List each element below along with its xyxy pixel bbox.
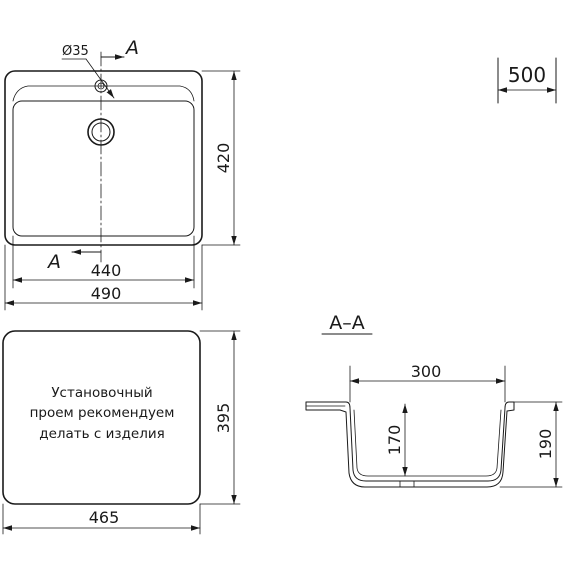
drain-stub: [399, 480, 415, 488]
cutout-note-line-1: Установочный: [51, 385, 152, 401]
dim-inner-width-label: 440: [91, 261, 122, 280]
dim-cutout-width-label: 465: [89, 508, 120, 527]
sink-profile-outer: [305, 401, 515, 488]
section-title: A–A: [329, 312, 365, 334]
dim-bowl-width-label: 300: [411, 362, 442, 381]
cabinet-size-marker: 500: [497, 57, 557, 104]
sink-profile-inner: [353, 409, 502, 477]
cutout-outline: [2, 330, 201, 505]
sink-top-view: Ø35 A A 420 440 490: [4, 37, 241, 311]
dim-bowl-depth-label: 170: [385, 425, 404, 456]
sink-bowl-outline: [12, 100, 195, 237]
section-view: A–A 300 170 190: [305, 312, 563, 488]
cutout-view: Установочный проем рекомендуем делать с …: [2, 330, 241, 535]
section-mark-bottom: A: [46, 251, 61, 273]
sink-rim-surface: [305, 401, 347, 407]
dim-depth-label: 420: [214, 143, 233, 174]
drain-outlet: [87, 118, 115, 146]
cutout-note-line-3: делать с изделия: [39, 426, 164, 442]
drain-hole-label: Ø35: [62, 44, 89, 59]
dim-outer-width-label: 490: [91, 284, 122, 303]
drain-outlet-inner: [91, 122, 111, 142]
dim-total-depth-label: 190: [536, 429, 555, 460]
section-mark-top: A: [124, 37, 139, 59]
dim-cutout-depth-label: 395: [214, 403, 233, 434]
cutout-note-line-2: проем рекомендуем: [30, 405, 175, 421]
sink-outer-rim: [4, 70, 203, 246]
cabinet-size-label: 500: [508, 63, 546, 87]
